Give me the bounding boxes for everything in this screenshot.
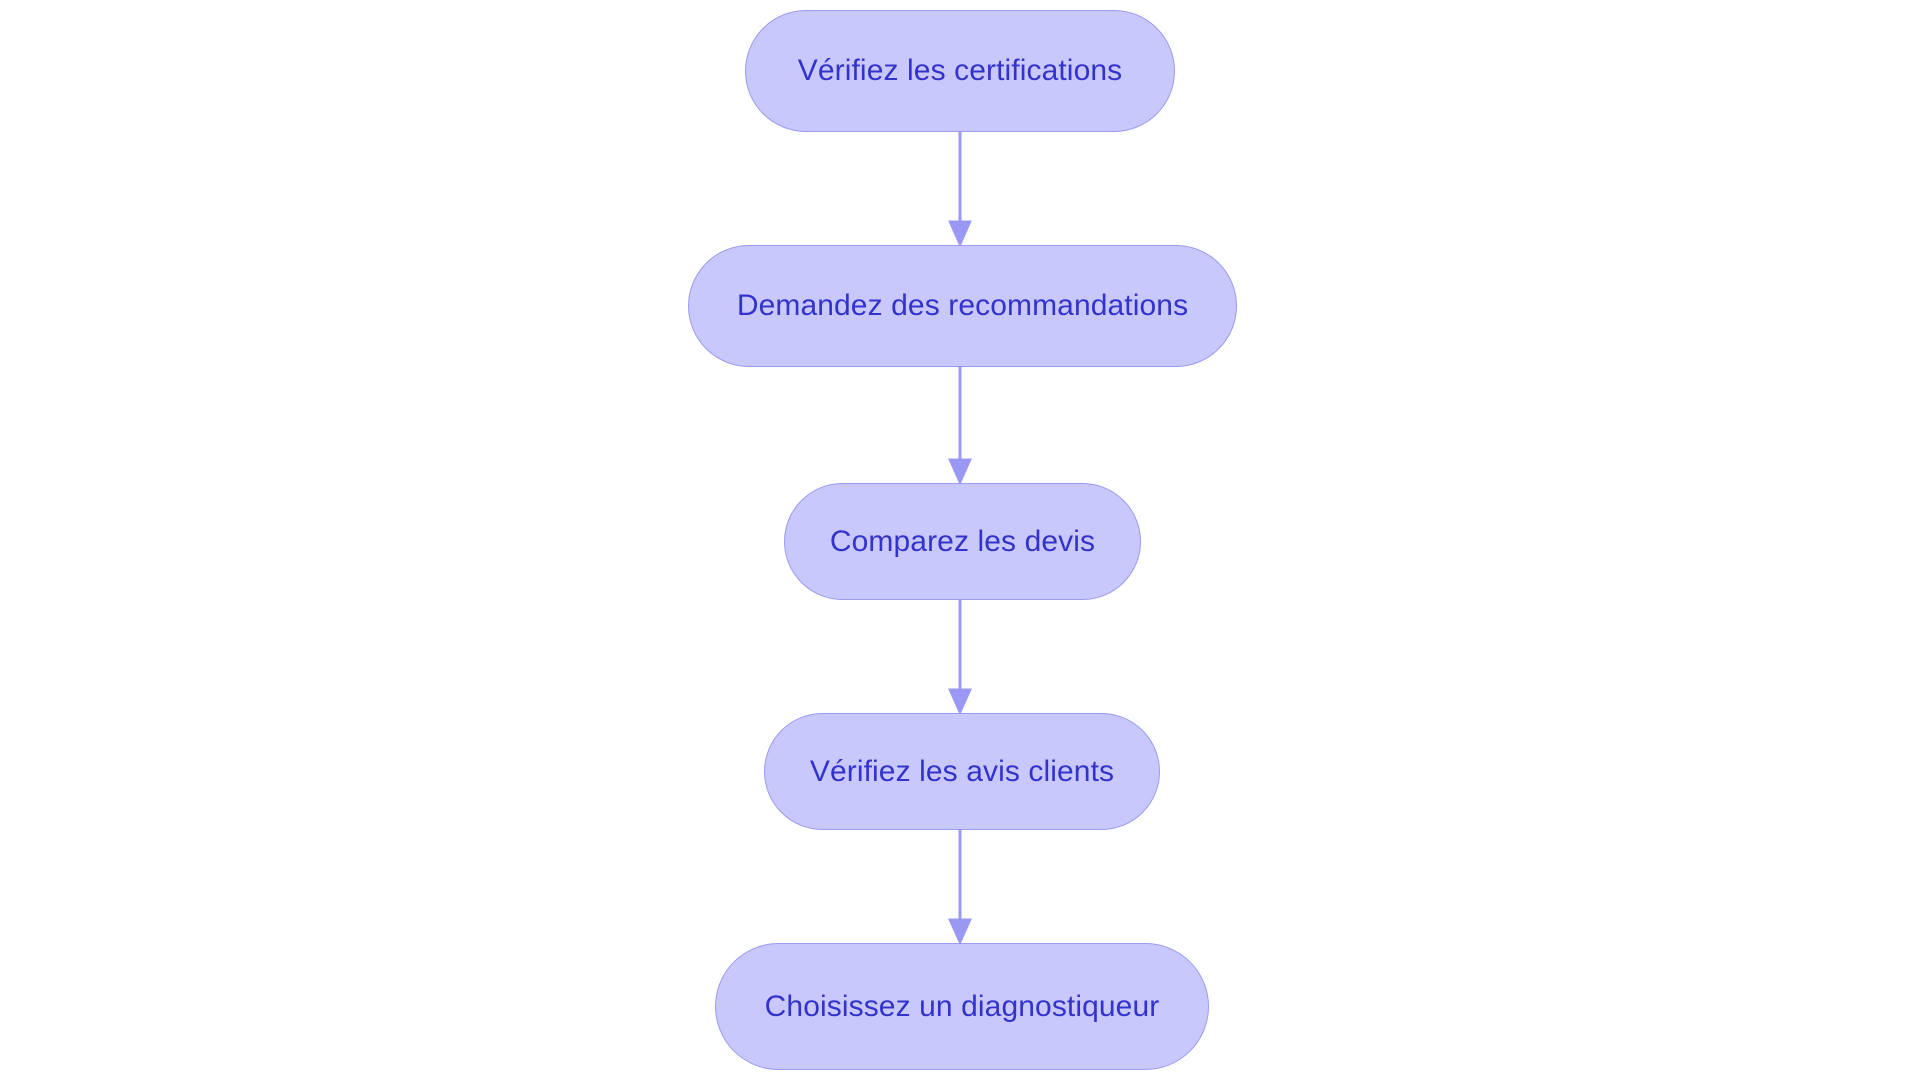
flow-node-demandez-des-recommandations[interactable]: Demandez des recommandations (688, 245, 1237, 367)
flow-node-comparez-les-devis[interactable]: Comparez les devis (784, 483, 1141, 600)
flow-node-verifiez-les-avis-clients[interactable]: Vérifiez les avis clients (764, 713, 1160, 830)
flow-node-label: Comparez les devis (829, 524, 1096, 558)
flow-node-label: Vérifiez les avis clients (809, 754, 1115, 788)
flow-node-verifiez-les-certifications[interactable]: Vérifiez les certifications (745, 10, 1175, 132)
flow-node-label: Vérifiez les certifications (797, 54, 1123, 87)
flow-node-choisissez-un-diagnostiqueur[interactable]: Choisissez un diagnostiqueur (715, 943, 1209, 1070)
flow-node-label: Choisissez un diagnostiqueur (764, 989, 1160, 1023)
flow-node-label: Demandez des recommandations (736, 289, 1189, 322)
